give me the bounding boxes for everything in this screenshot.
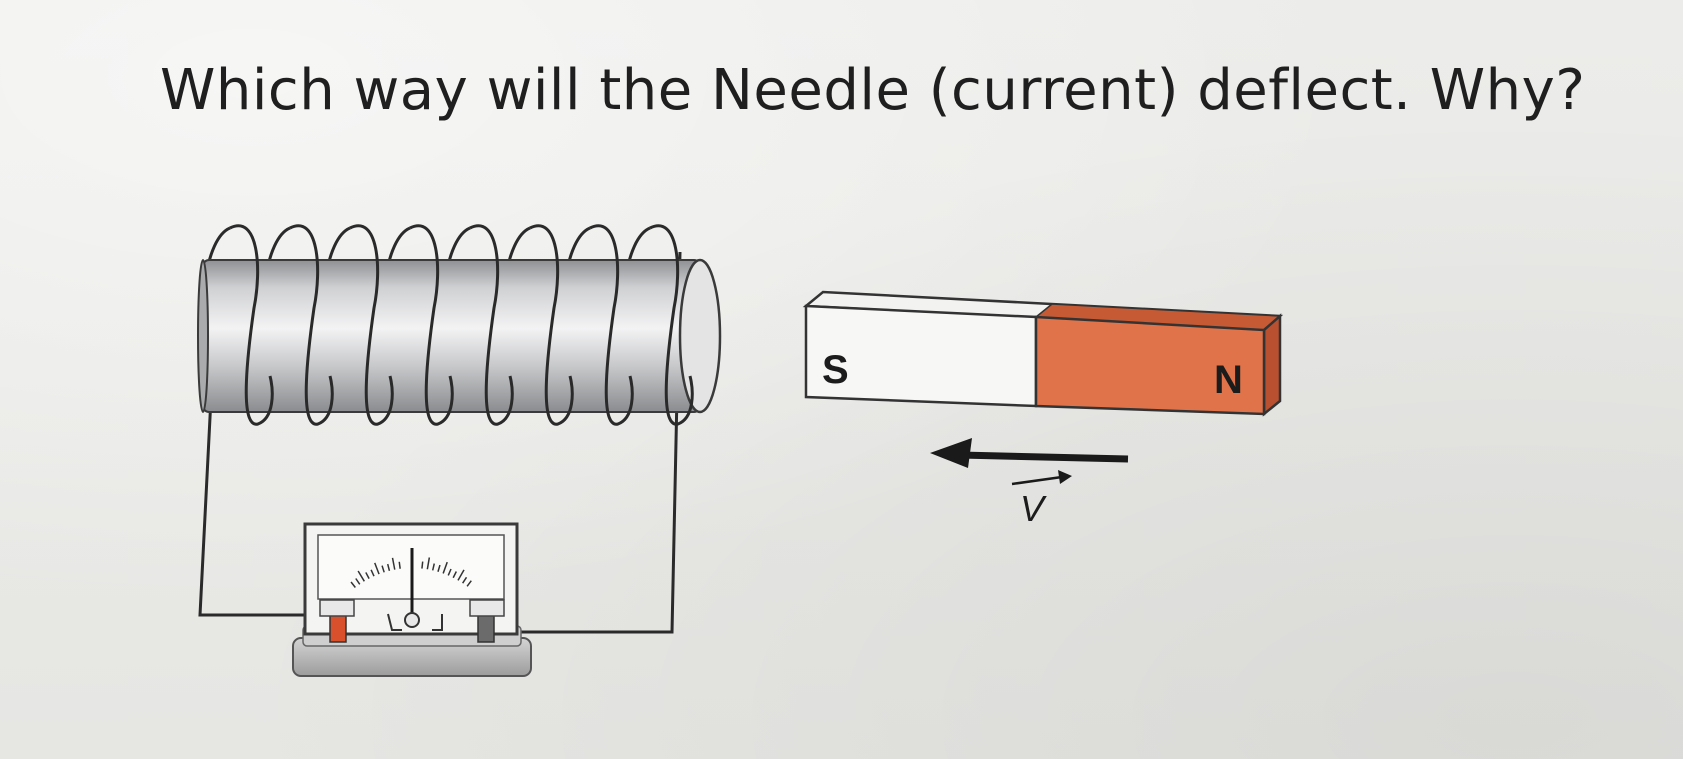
coil-turn-front (229, 224, 274, 426)
scale-tick (398, 561, 401, 569)
terminal-right-mount (469, 599, 505, 617)
scale-tick (452, 571, 457, 579)
velocity-label: V (1020, 488, 1047, 529)
velocity-indicator: V (930, 438, 1129, 529)
scale-tick (462, 576, 468, 584)
scale-tick (350, 581, 356, 588)
scale-tick (466, 580, 472, 587)
magnet-end-face (1262, 313, 1282, 417)
scale-tick (357, 570, 365, 582)
scale-tick (365, 572, 370, 579)
iron-core (197, 258, 722, 414)
scale-tick (442, 561, 448, 574)
coil-turn-front (649, 224, 694, 426)
scale-tick (381, 565, 385, 573)
scale-tick (386, 563, 391, 571)
scale-tick (457, 569, 465, 581)
vector-bar (1011, 475, 1063, 486)
scale-tick (431, 563, 436, 571)
north-pole-label: N (1214, 358, 1243, 402)
coil-front-strands (229, 224, 694, 426)
coil-turn-front (469, 224, 514, 426)
coil-turn-front (349, 224, 394, 426)
bar-magnet: S N (802, 290, 1284, 417)
galvanometer (292, 522, 532, 677)
south-pole-label: S (822, 348, 849, 392)
scale-tick (355, 578, 361, 585)
galvanometer-scale (350, 557, 472, 588)
scale-tick (374, 562, 380, 575)
scale-tick (370, 569, 375, 577)
scale-tick (421, 561, 424, 569)
scale-tick (391, 557, 396, 570)
question-text: Which way will the Needle (current) defl… (160, 58, 1586, 123)
needle-pivot (404, 612, 420, 628)
core-right-end (678, 258, 722, 414)
wire-left (198, 377, 318, 617)
coil-turn-front (529, 224, 574, 426)
scale-tick (447, 568, 452, 576)
zero-adjust-screw (387, 613, 443, 631)
velocity-arrow-head (930, 438, 972, 468)
coil-turn-front (289, 224, 334, 426)
coil-turn-front (409, 224, 454, 426)
core-left-end (197, 259, 209, 413)
vector-bar-head (1058, 470, 1072, 484)
terminal-left-mount (319, 599, 355, 617)
scale-tick (437, 564, 441, 572)
velocity-arrow-shaft (959, 451, 1129, 463)
scale-tick (426, 557, 431, 570)
magnet-north-pole (1034, 315, 1266, 416)
coil-turn-front (589, 224, 634, 426)
